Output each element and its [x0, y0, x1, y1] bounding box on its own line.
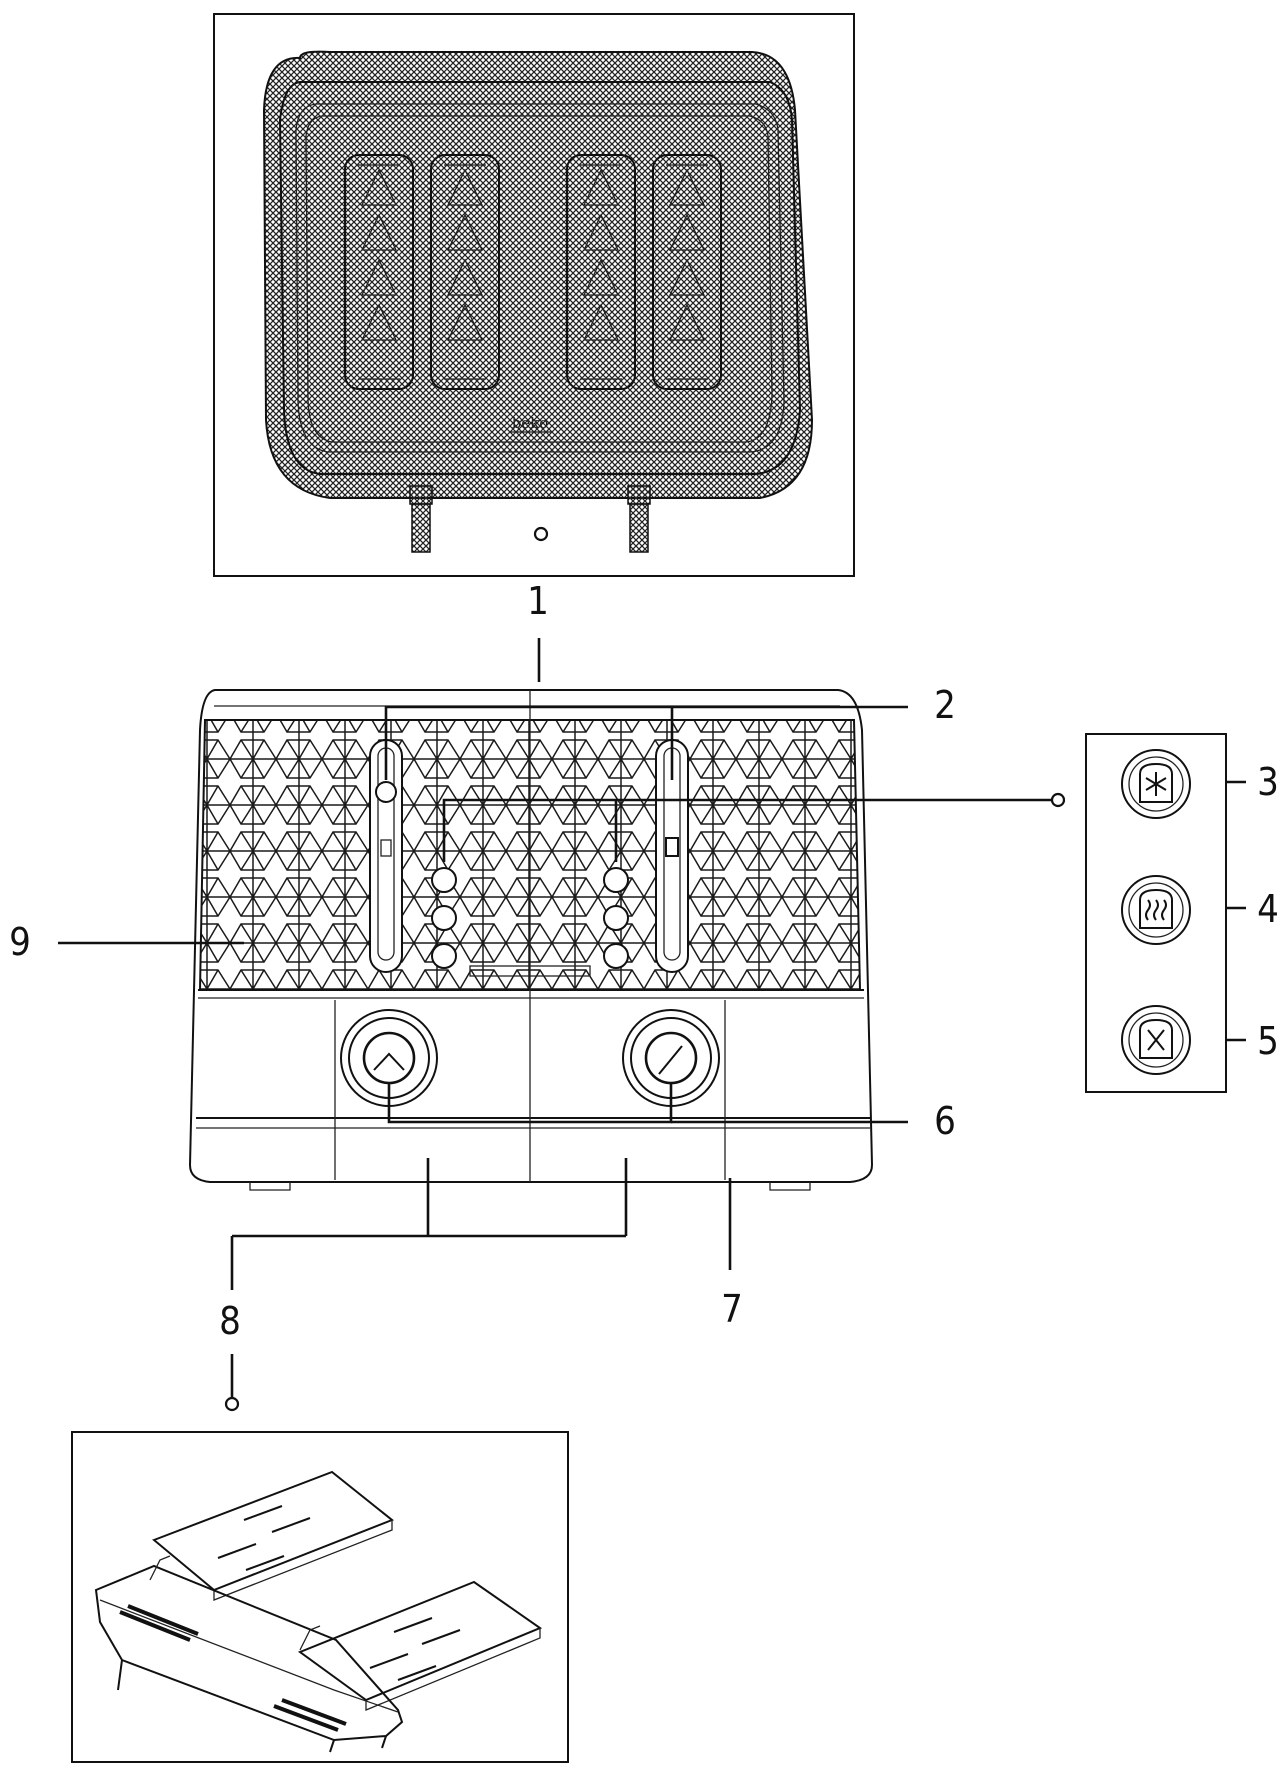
toaster-body-outline: [188, 689, 874, 1183]
crumb-trays: [94, 1470, 543, 1753]
callout-4: 4: [1257, 887, 1279, 931]
cross-icon: [1147, 1029, 1165, 1051]
bread-slots: [344, 154, 722, 390]
callout-1: 1: [527, 579, 549, 623]
lever-tops: [409, 485, 651, 553]
callout-5: 5: [1257, 1019, 1279, 1063]
reheat-button-icon: [1121, 875, 1191, 945]
crumb-tray-panel: [71, 1431, 569, 1763]
front-view: [188, 689, 874, 1191]
callout-7: 7: [721, 1287, 743, 1331]
top-view-panel: beko: [213, 13, 855, 577]
callout-3: 3: [1257, 760, 1279, 804]
left-lever-track: [369, 739, 403, 973]
callout-dot-8: [224, 1396, 240, 1412]
heat-waves-icon: [1145, 899, 1167, 921]
callout-dot-icons: [1050, 792, 1066, 808]
defrost-button-icon: [1121, 749, 1191, 819]
brand-logo: beko: [512, 414, 549, 432]
function-icons-panel: [1085, 733, 1227, 1093]
callout-9: 9: [9, 920, 31, 964]
callout-2: 2: [934, 683, 956, 727]
callout-8: 8: [219, 1299, 241, 1343]
browning-knobs: [340, 1009, 720, 1107]
snowflake-icon: [1145, 772, 1167, 796]
function-buttons: [431, 867, 629, 969]
toaster-top-outline: [262, 50, 814, 499]
callout-6: 6: [934, 1099, 956, 1143]
cancel-button-icon: [1121, 1005, 1191, 1075]
callout-dot-1: [533, 526, 549, 542]
